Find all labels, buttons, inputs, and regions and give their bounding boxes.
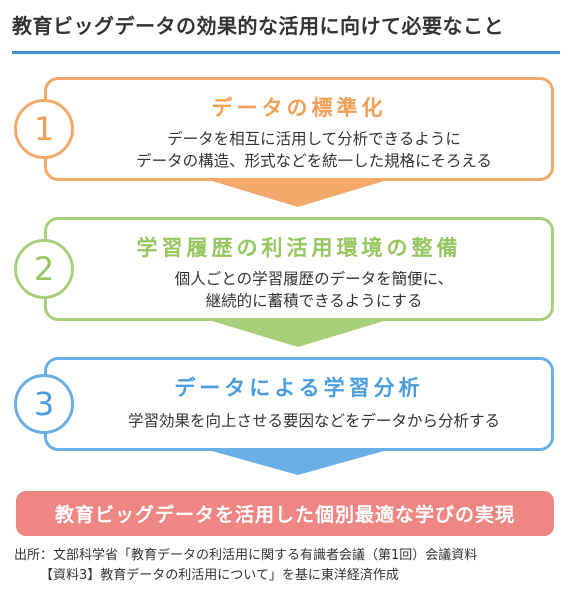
step-2-description: 個人ごとの学習履歴のデータを簡便に、 継続的に蓄積できるようにする [47, 268, 551, 312]
source-line-2: 【資料3】教育データの利活用について」を基に東洋経済作成 [40, 568, 399, 583]
result-banner: 教育ビッグデータを活用した個別最適な学びの実現 [16, 491, 554, 536]
step-1-line-2: データの構造、形式などを統一した規格にそろえる [136, 152, 492, 170]
step-3-arrow [212, 451, 384, 475]
step-1-box: データの標準化 データを相互に活用して分析できるように データの構造、形式などを… [44, 77, 554, 181]
step-3-heading: データによる学習分析 [174, 376, 424, 400]
step-1-description: データを相互に活用して分析できるように データの構造、形式などを統一した規格にそ… [47, 128, 551, 172]
step-1-number: 1 [14, 99, 74, 159]
step-2-box: 学習履歴の利活用環境の整備 個人ごとの学習履歴のデータを簡便に、 継続的に蓄積で… [44, 217, 554, 321]
page-title: 教育ビッグデータの効果的な活用に向けて必要なこと [12, 14, 504, 38]
step-2-line-1: 個人ごとの学習履歴のデータを簡便に、 [174, 270, 454, 288]
step-2-number: 2 [14, 239, 74, 299]
step-3-description: 学習効果を向上させる要因などをデータから分析する [47, 410, 551, 432]
step-2-arrow [212, 321, 384, 347]
title-underline [12, 51, 560, 54]
step-3-line-1: 学習効果を向上させる要因などをデータから分析する [127, 412, 500, 430]
step-3-box: データによる学習分析 学習効果を向上させる要因などをデータから分析する [44, 357, 554, 451]
step-2-line-2: 継続的に蓄積できるようにする [205, 292, 423, 310]
step-1-heading: データの標準化 [211, 96, 387, 120]
source-line-1: 出所：文部科学省「教育データの利活用に関する有識者会議（第1回）会議資料 [14, 548, 478, 563]
step-1-line-1: データを相互に活用して分析できるように [167, 130, 461, 148]
source-note: 出所：文部科学省「教育データの利活用に関する有識者会議（第1回）会議資料 【資料… [14, 546, 559, 586]
step-3-number: 3 [14, 374, 74, 434]
step-1-arrow [212, 181, 384, 207]
step-2-heading: 学習履歴の利活用環境の整備 [136, 236, 462, 260]
